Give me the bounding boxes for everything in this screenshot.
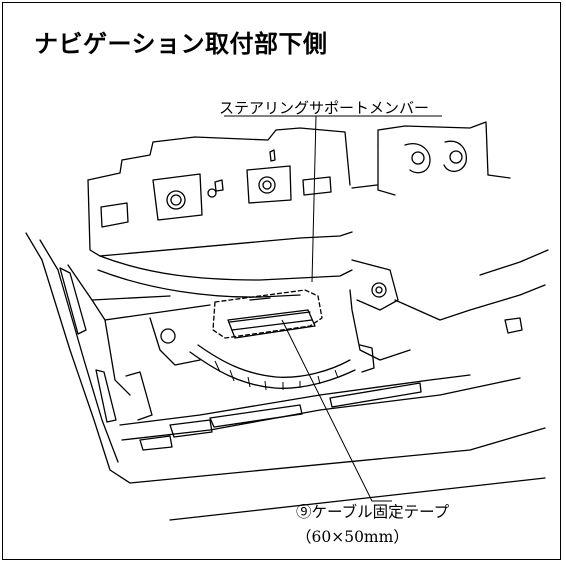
upper-panel	[87, 121, 511, 257]
panel-slots	[100, 149, 332, 228]
leader-lines	[224, 115, 442, 502]
console-walls	[67, 249, 549, 396]
cable-fixing-tape	[212, 289, 323, 339]
cable-harness	[189, 344, 356, 391]
bracket-holes	[152, 140, 467, 221]
steering-support-member	[97, 255, 353, 298]
steering-support-member-label: ステアリングサポートメンバー	[219, 99, 430, 117]
page-title: ナビゲーション取付部下側	[34, 30, 328, 58]
tape-size-label: （60×50mm）	[296, 528, 409, 546]
console-floor	[119, 374, 546, 521]
cable-fixing-tape-label: ⑨ケーブル固定テープ	[296, 503, 450, 521]
diagram-frame	[2, 2, 561, 560]
left-console	[25, 232, 546, 484]
